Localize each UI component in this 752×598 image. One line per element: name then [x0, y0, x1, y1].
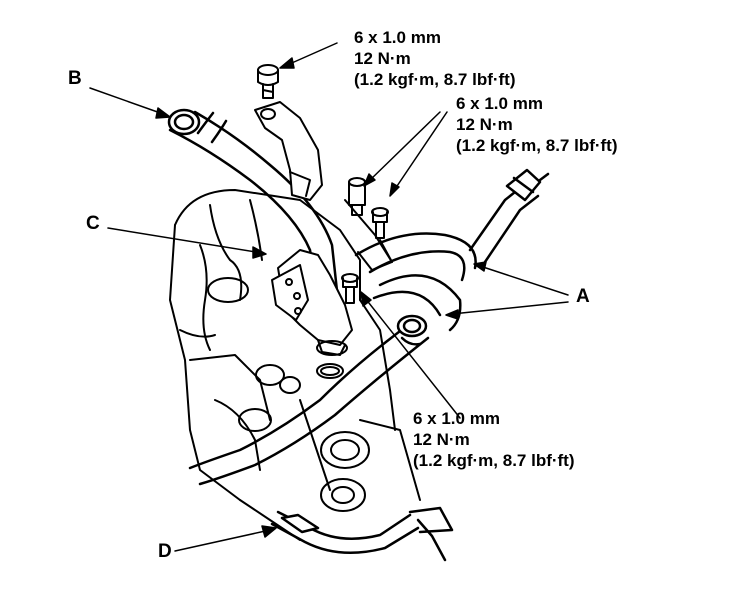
leader-lines [89, 42, 569, 552]
callout-a: A [576, 286, 590, 307]
spec-alt: (1.2 kgf·m, 8.7 lbf·ft) [456, 136, 618, 155]
callout-d: D [158, 541, 172, 562]
water-hose-b [167, 108, 340, 302]
water-outlet-housing [271, 249, 353, 379]
spec-torque: 12 N·m [354, 49, 411, 68]
spec-size: 6 x 1.0 mm [354, 28, 441, 47]
hose-a [354, 168, 550, 332]
spec-size: 6 x 1.0 mm [456, 94, 543, 113]
torque-spec-top: 6 x 1.0 mm 12 N·m (1.2 kgf·m, 8.7 lbf·ft… [354, 27, 516, 90]
callout-c: C [86, 213, 100, 234]
hose-d [270, 506, 454, 562]
callout-b: B [68, 68, 82, 89]
torque-spec-middle: 6 x 1.0 mm 12 N·m (1.2 kgf·m, 8.7 lbf·ft… [456, 93, 618, 156]
lower-hose [188, 314, 430, 486]
middle-bolts [341, 177, 393, 304]
torque-spec-bottom: 6 x 1.0 mm 12 N·m (1.2 kgf·m, 8.7 lbf·ft… [413, 408, 575, 471]
engine-block [169, 189, 421, 541]
upper-bracket [254, 101, 323, 201]
top-bolt [257, 64, 279, 99]
spec-size: 6 x 1.0 mm [413, 409, 500, 428]
spec-alt: (1.2 kgf·m, 8.7 lbf·ft) [354, 70, 516, 89]
spec-torque: 12 N·m [456, 115, 513, 134]
spec-alt: (1.2 kgf·m, 8.7 lbf·ft) [413, 451, 575, 470]
spec-torque: 12 N·m [413, 430, 470, 449]
